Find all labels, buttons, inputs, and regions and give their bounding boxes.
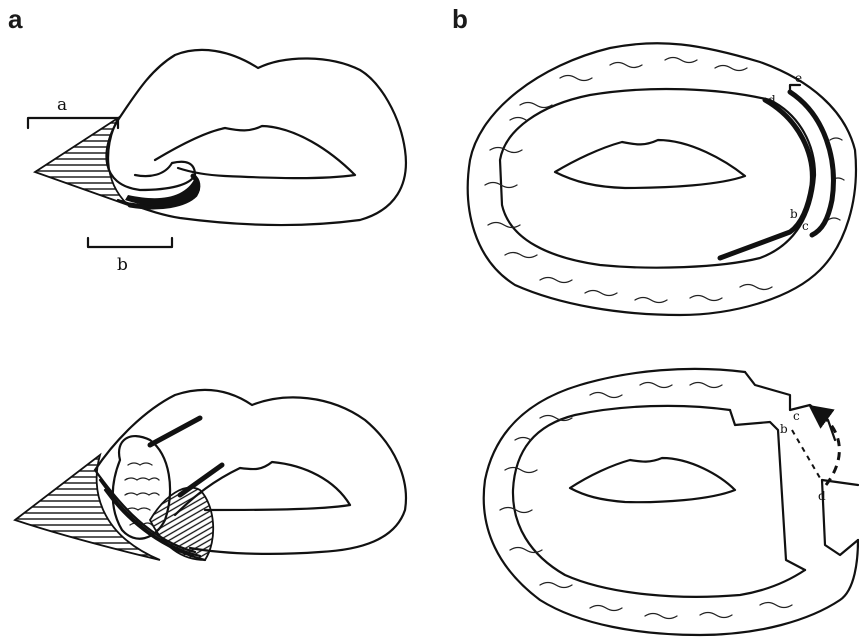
panel-a-bottom-lip-diagram <box>15 390 406 560</box>
excised-triangle <box>35 118 128 205</box>
hook-upper <box>150 418 200 445</box>
bracket-b-label: b <box>117 255 128 275</box>
rolled-flap <box>106 120 195 190</box>
mouth-opening-b-top <box>555 140 745 188</box>
mouth-opening <box>155 126 355 178</box>
point-e-label: e <box>795 71 802 85</box>
point-d-label: d <box>768 93 776 107</box>
point-c2-label: c <box>793 409 800 423</box>
point-c-label: c <box>802 219 809 233</box>
flap-right-edge <box>822 480 858 555</box>
panel-b-bottom-lip-diagram: c b d <box>484 369 858 635</box>
panel-b-top-lip-diagram: d e b c <box>468 43 856 315</box>
excised-triangle-bottom <box>15 455 160 560</box>
point-b2-label: b <box>780 422 788 436</box>
bracket-b <box>88 238 172 247</box>
mouth-opening-b-bottom <box>570 458 735 502</box>
point-b-label: b <box>790 207 798 221</box>
point-d2-label: d <box>818 489 826 503</box>
flap-notch-top <box>745 372 835 440</box>
mucosa-texture-b-bottom <box>500 383 792 619</box>
bracket-a-label: a <box>57 95 67 115</box>
panel-a-top-lip-diagram: a b <box>28 50 406 275</box>
rotation-arrow-inner <box>792 430 820 478</box>
